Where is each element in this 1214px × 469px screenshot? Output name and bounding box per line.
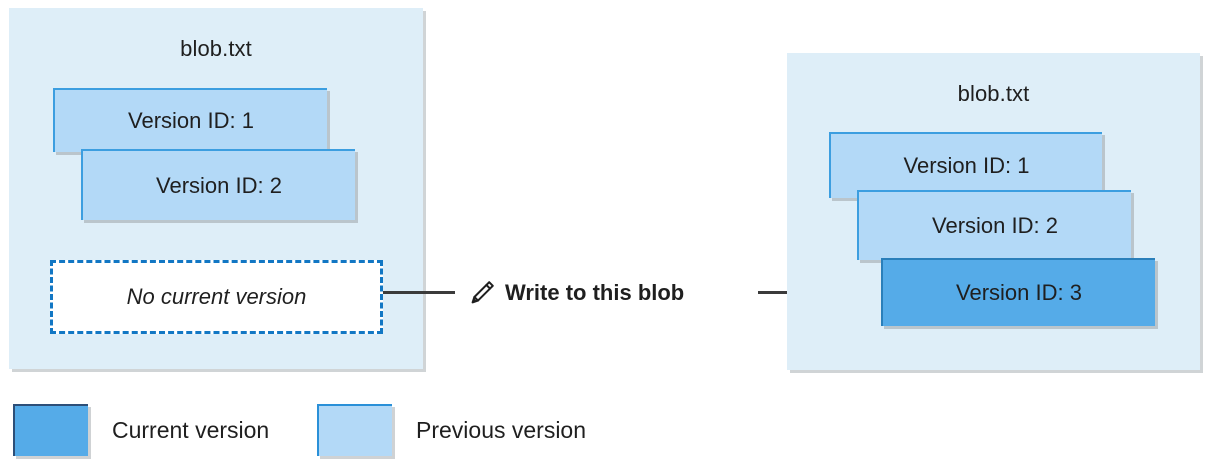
legend-item-previous-version: Previous version — [317, 403, 586, 456]
legend-label-previous: Previous version — [416, 416, 587, 443]
no-current-version-label: No current version — [126, 284, 307, 309]
version-card-label: Version ID: 3 — [956, 280, 1082, 305]
blob-name-label-before: blob.txt — [180, 36, 252, 61]
legend-swatch-current — [13, 403, 88, 456]
version-card-label: Version ID: 2 — [156, 172, 282, 198]
version-card-after-2: Version ID: 2 — [857, 190, 1131, 260]
connector-line-left — [383, 291, 455, 294]
blob-name-label-after: blob.txt — [957, 81, 1030, 106]
blob-panel-after: blob.txt Version ID: 1 Version ID: 2 Ver… — [787, 53, 1200, 370]
version-card-label: Version ID: 1 — [128, 108, 254, 133]
version-card-label: Version ID: 2 — [932, 213, 1058, 238]
no-current-version-placeholder: No current version — [50, 260, 383, 334]
legend-item-current-version: Current version — [13, 403, 269, 456]
legend-label-current: Current version — [112, 416, 270, 443]
legend: Current version Previous version — [13, 403, 663, 463]
blob-panel-before: blob.txt Version ID: 1 Version ID: 2 No … — [9, 8, 423, 369]
version-card-after-1: Version ID: 1 — [829, 132, 1102, 198]
write-action-label: Write to this blob — [505, 280, 685, 305]
version-card-after-3: Version ID: 3 — [881, 258, 1155, 326]
pencil-icon — [467, 278, 497, 308]
version-card-before-2: Version ID: 2 — [81, 149, 355, 220]
version-card-label: Version ID: 1 — [903, 153, 1030, 178]
legend-swatch-previous — [317, 403, 392, 456]
version-card-before-1: Version ID: 1 — [53, 88, 327, 152]
